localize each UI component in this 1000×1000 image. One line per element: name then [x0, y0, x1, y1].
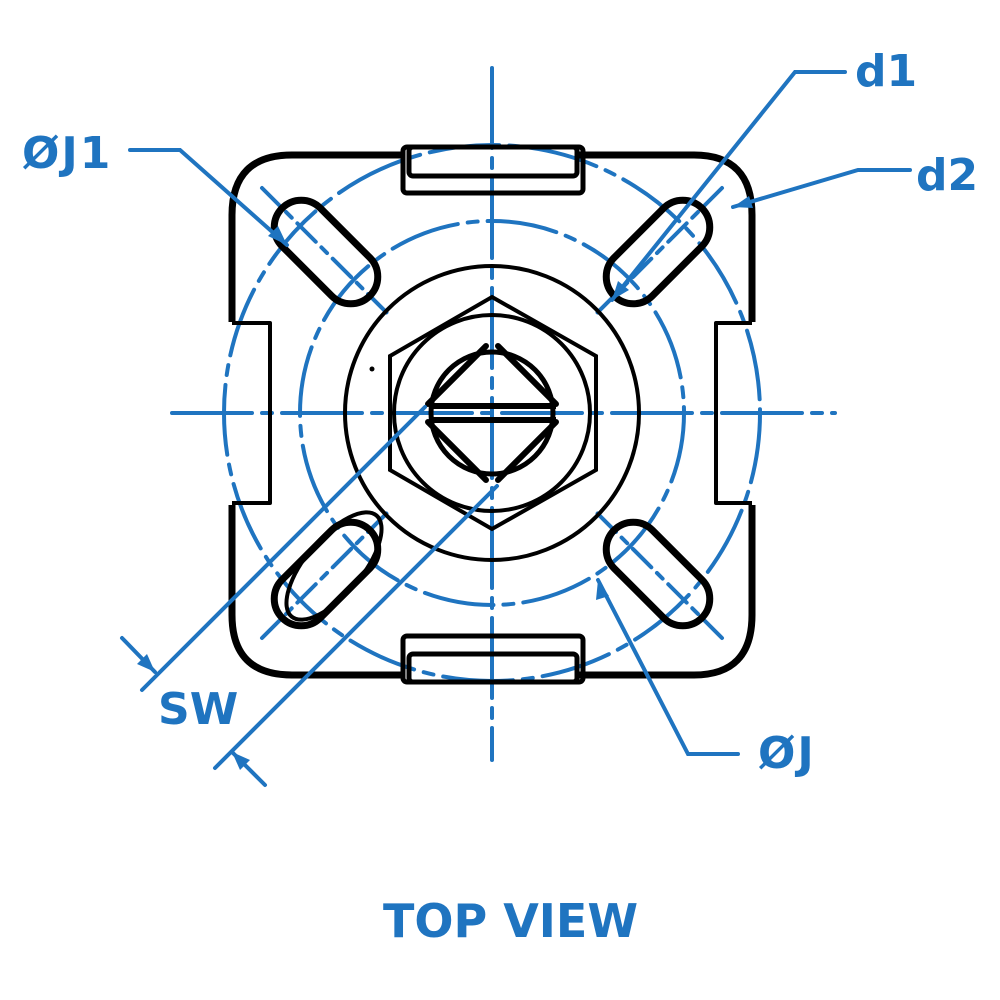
diameter-j-label: ØJ [758, 728, 816, 779]
sw-label: SW [158, 684, 239, 735]
arrowheads [137, 196, 753, 770]
d2-label: d2 [916, 150, 979, 201]
flange-body [228, 144, 756, 685]
center-lines [170, 66, 837, 762]
hex-nut-assembly [343, 264, 641, 562]
d1-label: d1 [855, 46, 918, 97]
dimension-lines [120, 70, 912, 787]
diameter-j1-label: ØJ1 [22, 128, 113, 179]
view-title: TOP VIEW [383, 894, 639, 948]
